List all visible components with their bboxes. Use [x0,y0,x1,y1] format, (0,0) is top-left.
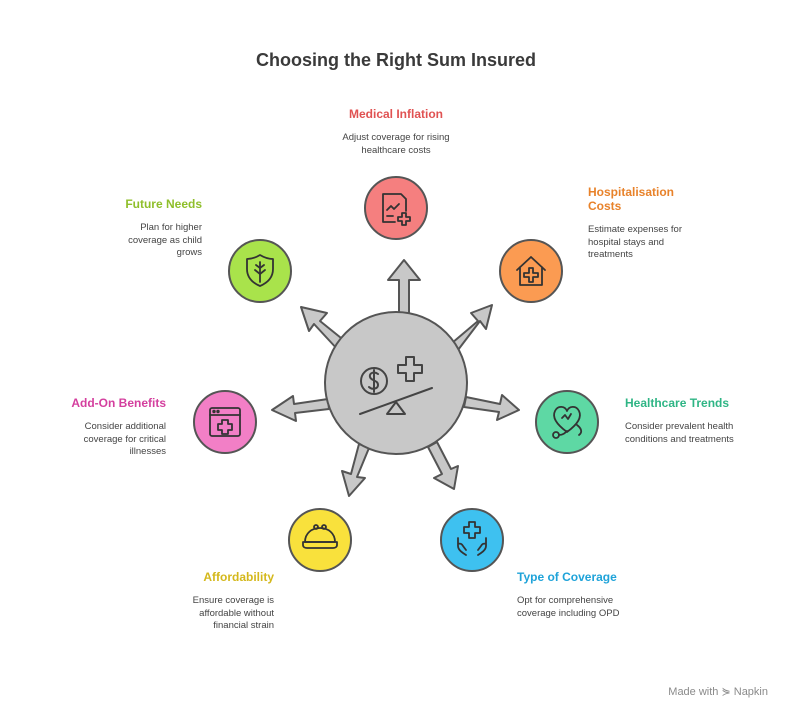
arrow-lower-right [427,441,459,490]
label-type-of-coverage: Type of Coverage Opt for comprehensive c… [517,570,647,620]
page-title: Choosing the Right Sum Insured [256,50,536,70]
medical-inflation-desc: Adjust coverage for rising healthcare co… [342,132,450,156]
arrow-lower-left [341,443,370,497]
node-healthcare-trends [535,390,599,454]
future-needs-desc: Plan for higher coverage as child grows [128,222,202,258]
dollar-cross-balance-icon [359,356,433,415]
medical-inflation-title: Medical Inflation [348,107,443,121]
healthcare-trends-desc: Consider prevalent health conditions and… [625,421,734,445]
browser-plus-icon [209,407,241,437]
napkin-watermark: Made with ⋟ Napkin [668,686,768,698]
heart-stethoscope-icon [552,405,583,439]
future-needs-title: Future Needs [125,197,202,211]
label-add-on-benefits: Add-On Benefits Consider additional cove… [36,396,166,459]
arrow-upper-right [451,304,493,351]
purse-icon [302,524,338,549]
label-affordability: Affordability Ensure coverage is afforda… [144,570,274,633]
hands-cross-icon [457,521,487,556]
document-chart-plus-icon [382,193,411,226]
hospitalisation-costs-desc: Estimate expenses for hospital stays and… [588,224,682,260]
node-future-needs [228,239,292,303]
hospital-house-icon [516,256,546,286]
node-type-of-coverage [440,508,504,572]
hub [324,311,468,455]
node-hospitalisation-costs [499,239,563,303]
node-add-on-benefits [193,390,257,454]
arrows [271,259,520,497]
type-of-coverage-title: Type of Coverage [517,570,617,584]
node-medical-inflation [364,176,428,240]
hospitalisation-costs-title: Hospitalisation Costs [588,185,675,213]
label-medical-inflation: Medical Inflation Adjust coverage for ri… [311,107,481,157]
label-future-needs: Future Needs Plan for higher coverage as… [72,197,202,260]
healthcare-trends-title: Healthcare Trends [625,396,730,410]
arrow-right [463,394,520,421]
affordability-desc: Ensure coverage is affordable without fi… [192,595,274,631]
node-affordability [288,508,352,572]
add-on-benefits-desc: Consider additional coverage for critica… [83,421,166,457]
affordability-title: Affordability [203,570,274,584]
arrow-left [271,395,330,422]
plant-shield-icon [246,254,274,287]
add-on-benefits-title: Add-On Benefits [71,396,166,410]
label-hospitalisation-costs: Hospitalisation Costs Estimate expenses … [588,185,703,262]
type-of-coverage-desc: Opt for comprehensive coverage including… [517,595,620,619]
label-healthcare-trends: Healthcare Trends Consider prevalent hea… [625,396,755,446]
